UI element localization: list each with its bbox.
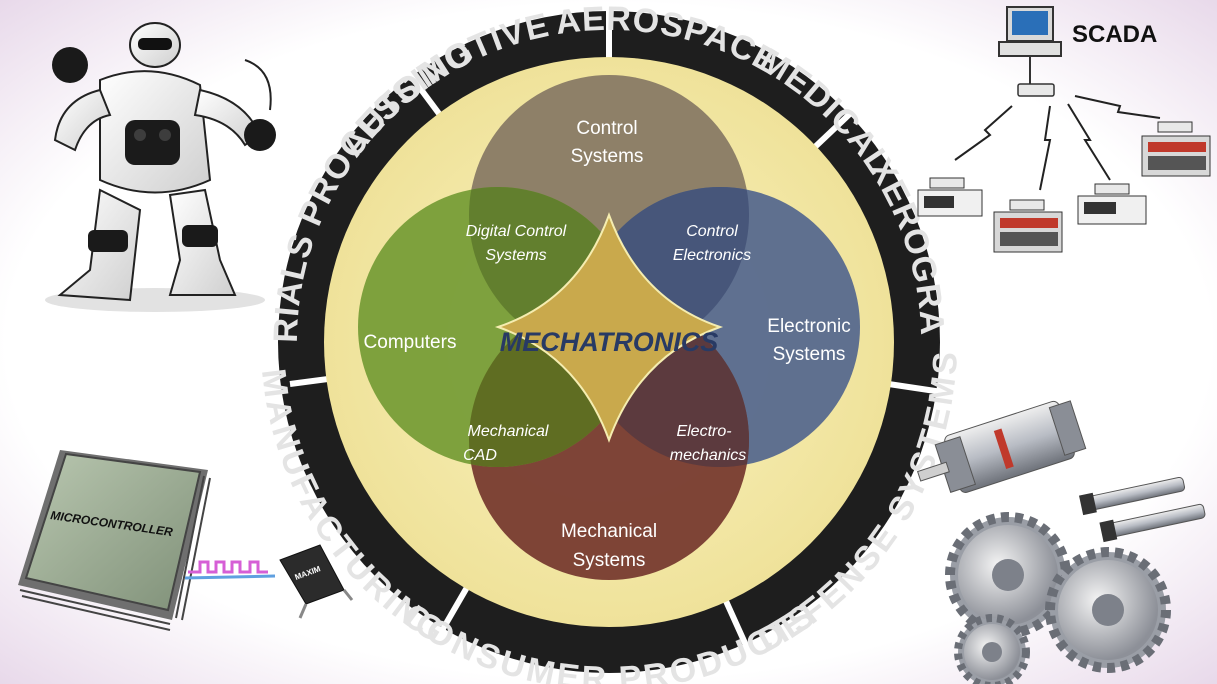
signal-wave — [188, 560, 268, 574]
cylinder-small-2 — [1105, 503, 1206, 538]
center-title: MECHATRONICS — [500, 327, 719, 357]
electronic-systems-line1: Electronic — [767, 316, 850, 337]
venn-lobes — [358, 75, 860, 580]
mechanical-cad-line1: Mechanical — [468, 423, 549, 440]
control-systems-line1: Control — [576, 118, 637, 139]
scada-node-1 — [917, 177, 983, 217]
electromechanics-line1: Electro- — [676, 423, 731, 440]
scada-node-2 — [993, 199, 1063, 253]
control-electronics-line1: Control — [686, 223, 738, 240]
gear-left — [945, 512, 1071, 638]
center-quatrefoil — [494, 212, 724, 443]
mechanical-systems-line1: Mechanical — [561, 521, 657, 542]
digital-control-line2: Systems — [485, 247, 546, 264]
scada-node-3 — [1077, 183, 1147, 225]
digital-control-line1: Digital Control — [466, 223, 567, 240]
electromechanics-line2: mechanics — [670, 447, 746, 464]
pneumatic-cylinders — [916, 400, 1206, 543]
computers-label: Computers — [364, 332, 457, 353]
control-electronics-line2: Electronics — [673, 247, 751, 264]
scada-node-4 — [1141, 121, 1211, 177]
robot-illustration — [45, 22, 276, 312]
gear-small — [954, 614, 1030, 684]
chip-body — [24, 452, 202, 612]
cylinder-small-1 — [1084, 476, 1186, 511]
gear-right — [1045, 547, 1171, 673]
overlap-labels: Digital Control Systems Control Electron… — [463, 223, 751, 464]
electronic-systems-line2: Systems — [773, 344, 846, 365]
control-systems-line2: Systems — [571, 146, 644, 167]
mechanical-systems-line2: Systems — [573, 550, 646, 571]
lobe-labels: Control Systems Electronic Systems Mecha… — [364, 118, 851, 571]
router-main — [1017, 83, 1055, 97]
scada-network: SCADA — [917, 6, 1211, 253]
mechanical-cad-line2: CAD — [463, 447, 497, 464]
scada-label: SCADA — [1072, 21, 1157, 48]
microcontroller-illustration: MICROCONTROLLER MAXIM — [18, 450, 354, 631]
maxim-sensor: MAXIM — [279, 544, 354, 619]
gears-illustration — [945, 512, 1171, 684]
